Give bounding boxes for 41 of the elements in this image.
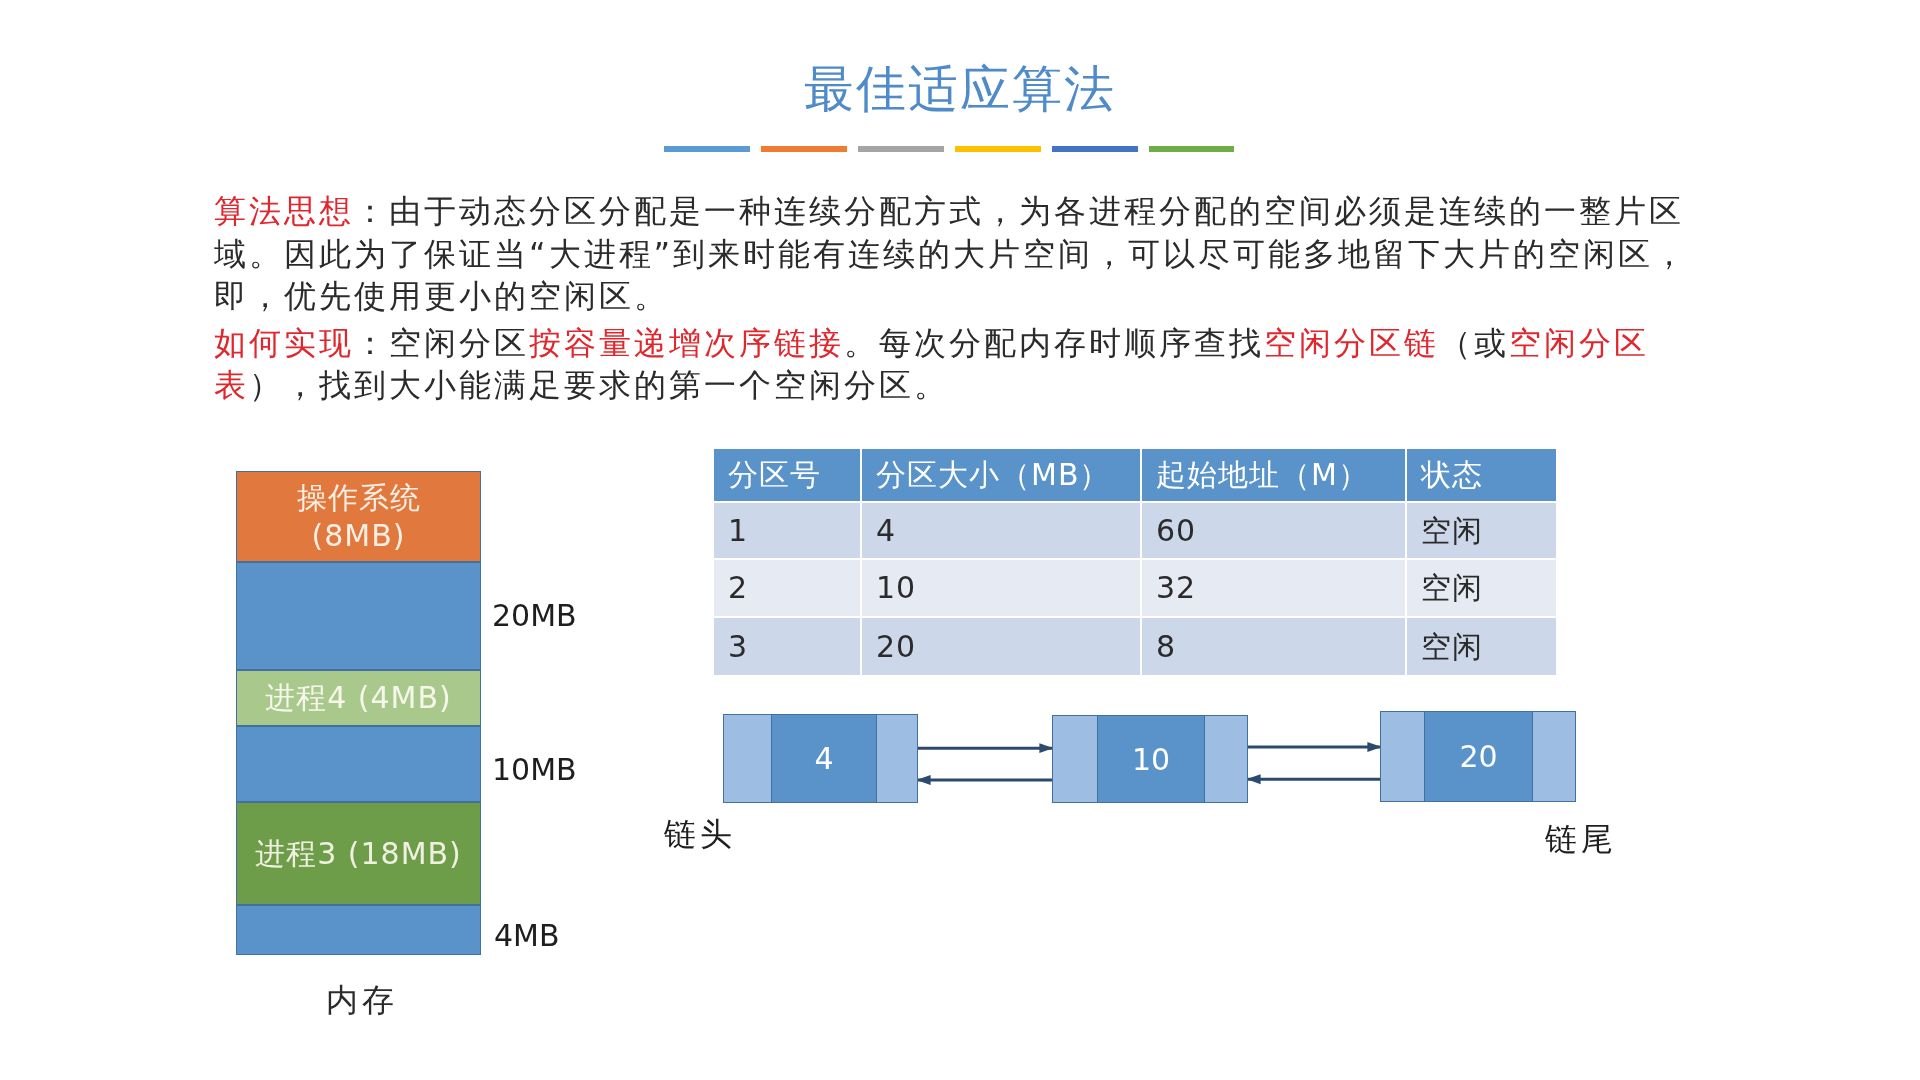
paragraph: 如何实现：空闲分区按容量递增次序链接。每次分配内存时顺序查找空闲分区链（或空闲分区表），找到大小能满足要求的第一个空闲分区。 [214, 322, 1650, 406]
data-field: 20 [1424, 712, 1533, 801]
data-field: 10 [1097, 716, 1205, 802]
table-cell: 10 [862, 560, 1140, 616]
table-cell: 4 [862, 503, 1140, 558]
arrow [1248, 742, 1382, 752]
size-label: 4MB [494, 917, 560, 955]
memory-caption: 内存 [326, 980, 398, 1021]
memory-block: 操作系统 (8MB) [236, 471, 481, 562]
memory-block: 进程3 (18MB) [236, 802, 481, 905]
table-cell: 20 [862, 618, 1140, 675]
table-cell: 8 [1142, 618, 1405, 675]
memory-block [236, 562, 481, 670]
table-cell: 2 [714, 560, 860, 616]
data-field: 4 [771, 715, 877, 802]
list-end-label: 链尾 [1545, 819, 1617, 860]
list-node [1380, 711, 1576, 802]
size-label: 20MB [492, 597, 577, 635]
memory-block [236, 726, 481, 802]
table-cell: 空闲 [1407, 560, 1556, 616]
arrow [1246, 774, 1380, 785]
list-end-label: 链头 [664, 814, 736, 855]
memory-block: 进程4 (4MB) [236, 670, 481, 726]
table-cell: 1 [714, 503, 860, 558]
arrow [918, 743, 1054, 754]
header-cell: 状态 [1407, 449, 1556, 501]
list-node [1052, 715, 1248, 803]
paragraph: 算法思想：由于动态分区分配是一种连续分配方式，为各进程分配的空间必须是连续的一整片区域。因此为了保证当“大进程”到来时能有连续的大片空间，可以尽可能多地留下大片的空闲区，即，优先使用更小的空闲区。 [214, 191, 1690, 317]
memory-block [236, 905, 481, 955]
size-label: 10MB [492, 751, 577, 789]
table-cell: 空闲 [1407, 503, 1556, 558]
header-cell: 分区大小（MB） [862, 449, 1140, 501]
header-cell: 起始地址（M） [1142, 449, 1405, 501]
table-cell: 32 [1142, 560, 1405, 616]
header-cell: 分区号 [714, 449, 860, 501]
slide-title: 最佳适应算法 [804, 59, 1116, 120]
table-cell: 空闲 [1407, 618, 1556, 675]
list-node [723, 714, 918, 803]
arrow [916, 775, 1052, 785]
table-cell: 60 [1142, 503, 1405, 558]
table-cell: 3 [714, 618, 860, 675]
